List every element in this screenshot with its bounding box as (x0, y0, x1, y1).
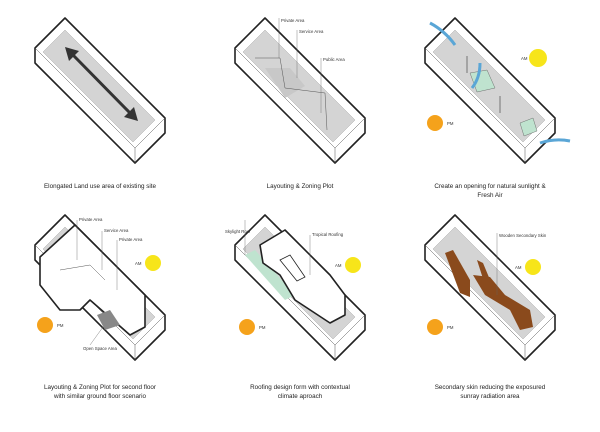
label-private-area-2: Private Area (119, 237, 143, 242)
label-wooden-secondary-skin: Wooden Secondary Skin (499, 233, 547, 238)
label-open-space-area: Open Space Area (83, 346, 118, 351)
caption-6: Secondary skin reducing the exposured sun… (395, 383, 585, 401)
caption-line: Roofing design form with contextual (250, 384, 350, 391)
label-skylight-roof: Skylight Roof (225, 229, 251, 234)
pm-sun-icon (239, 319, 255, 335)
label-private-area-1: Private Area (79, 217, 103, 222)
caption-line: Elongated Land use area of existing site (43, 183, 157, 190)
label-service-area: Service Area (299, 29, 324, 34)
caption-5: Roofing design form with contextual clima… (205, 383, 395, 401)
caption-2: Layouting & Zoning Plot (205, 182, 395, 191)
label-tropical-roofing: Tropical Roofing (312, 232, 344, 237)
am-label: AM (521, 56, 528, 61)
panel-4-second-floor: Private Area Service Area Private Area O… (34, 214, 166, 361)
caption-line: Layouting & Zoning Plot (266, 183, 334, 190)
caption-line: Layouting & Zoning Plot for second floor (43, 384, 156, 391)
pm-sun-icon (427, 115, 443, 131)
label-private-area: Private Area (281, 18, 305, 23)
caption-1: Elongated Land use area of existing site (5, 182, 195, 191)
caption-line: climate aproach (277, 393, 323, 400)
label-service-area: Service Area (104, 228, 129, 233)
panel-6-secondary-skin: Wooden Secondary Skin AM PM (424, 214, 556, 361)
am-label: AM (515, 265, 522, 270)
caption-line: with similar ground floor scenario (53, 393, 147, 400)
panel-1-site (34, 17, 166, 164)
am-sun-icon (145, 255, 161, 271)
am-sun-icon (529, 49, 547, 67)
pm-label: PM (57, 323, 64, 328)
pm-label: PM (447, 121, 454, 126)
caption-line: Fresh Air (477, 192, 503, 199)
pm-sun-icon (37, 317, 53, 333)
caption-line: Secondary skin reducing the exposured (434, 384, 546, 391)
elongation-arrow (71, 53, 132, 115)
caption-3: Create an opening for natural sunlight &… (395, 182, 585, 200)
panel-5-roofing: Skylight Roof Tropical Roofing AM PM (225, 214, 366, 361)
label-public-area: Public Area (323, 57, 345, 62)
pm-label: PM (259, 325, 266, 330)
panel-2-zoning: Private Area Service Area Public Area (234, 17, 366, 164)
caption-line: sunray radiation area (460, 393, 520, 400)
am-sun-icon (525, 259, 541, 275)
am-label: AM (135, 261, 142, 266)
am-label: AM (335, 263, 342, 268)
panel-3-opening: AM PM (424, 17, 571, 164)
pm-sun-icon (427, 319, 443, 335)
pm-label: PM (447, 325, 454, 330)
caption-line: Create an opening for natural sunlight & (434, 183, 546, 190)
caption-4: Layouting & Zoning Plot for second floor… (5, 383, 195, 401)
am-sun-icon (345, 257, 361, 273)
